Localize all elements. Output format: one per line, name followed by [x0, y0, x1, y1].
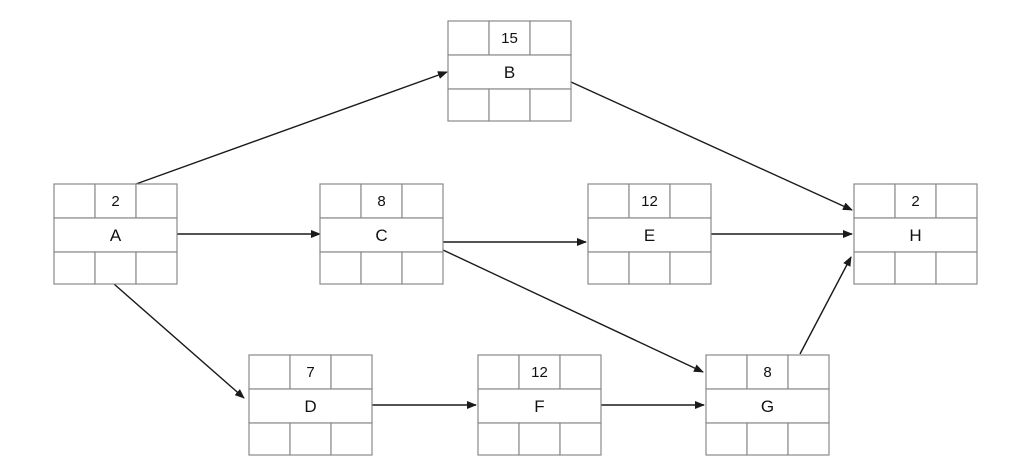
- duration-label: 8: [377, 193, 385, 210]
- top-cell: [559, 354, 602, 390]
- top-cell: [447, 20, 490, 56]
- duration-label: 8: [763, 364, 771, 381]
- top-cell: [135, 183, 178, 219]
- bottom-cell: [488, 88, 531, 122]
- name-cell: [477, 388, 602, 424]
- bottom-cell: [853, 251, 896, 285]
- node-d: 7D: [248, 354, 373, 456]
- name-cell: [587, 217, 712, 253]
- activity-name-label: G: [761, 397, 774, 416]
- top-cell: [935, 183, 978, 219]
- top-cell: [529, 20, 572, 56]
- duration-label: 2: [911, 193, 919, 210]
- edge-b-to-h: [570, 81, 853, 211]
- bottom-cell: [447, 88, 490, 122]
- bottom-cell: [135, 251, 178, 285]
- bottom-cell: [894, 251, 937, 285]
- duration-label: 15: [501, 30, 518, 47]
- bottom-cell: [518, 422, 561, 456]
- edge-c-to-g: [442, 249, 704, 373]
- name-cell: [705, 388, 830, 424]
- duration-cell: [628, 183, 671, 219]
- top-cell: [319, 183, 362, 219]
- duration-cell: [894, 183, 937, 219]
- node-h: 2H: [853, 183, 978, 285]
- activity-name-label: B: [504, 63, 515, 82]
- bottom-cell: [401, 251, 444, 285]
- top-cell: [53, 183, 96, 219]
- activity-name-label: D: [304, 397, 316, 416]
- bottom-cell: [559, 422, 602, 456]
- activity-name-label: E: [644, 226, 655, 245]
- duration-label: 12: [641, 193, 658, 210]
- bottom-cell: [330, 422, 373, 456]
- bottom-cell: [94, 251, 137, 285]
- top-cell: [705, 354, 748, 390]
- node-b: 15B: [447, 20, 572, 122]
- top-cell: [587, 183, 630, 219]
- activity-name-label: C: [375, 226, 387, 245]
- bottom-cell: [53, 251, 96, 285]
- bottom-cell: [787, 422, 830, 456]
- bottom-cell: [935, 251, 978, 285]
- duration-label: 7: [306, 364, 314, 381]
- bottom-cell: [289, 422, 332, 456]
- bottom-cell: [628, 251, 671, 285]
- top-cell: [853, 183, 896, 219]
- duration-label: 2: [111, 193, 119, 210]
- bottom-cell: [477, 422, 520, 456]
- name-cell: [447, 54, 572, 90]
- bottom-cell: [746, 422, 789, 456]
- edge-a-to-d: [113, 283, 245, 399]
- top-cell: [787, 354, 830, 390]
- node-c: 8C: [319, 183, 444, 285]
- bottom-cell: [669, 251, 712, 285]
- name-cell: [53, 217, 178, 253]
- top-cell: [401, 183, 444, 219]
- node-e: 12E: [587, 183, 712, 285]
- top-cell: [669, 183, 712, 219]
- edges-layer: [113, 71, 853, 409]
- bottom-cell: [248, 422, 291, 456]
- duration-cell: [289, 354, 332, 390]
- activity-name-label: A: [110, 226, 122, 245]
- edge-g-to-h: [799, 256, 852, 355]
- top-cell: [477, 354, 520, 390]
- activity-name-label: H: [909, 226, 921, 245]
- node-f: 12F: [477, 354, 602, 456]
- duration-label: 12: [531, 364, 548, 381]
- activity-name-label: F: [534, 397, 544, 416]
- node-a: 2A: [53, 183, 178, 285]
- bottom-cell: [529, 88, 572, 122]
- name-cell: [319, 217, 444, 253]
- duration-cell: [360, 183, 403, 219]
- node-g: 8G: [705, 354, 830, 456]
- bottom-cell: [319, 251, 362, 285]
- edge-a-to-b: [135, 71, 448, 185]
- top-cell: [248, 354, 291, 390]
- top-cell: [330, 354, 373, 390]
- bottom-cell: [360, 251, 403, 285]
- bottom-cell: [705, 422, 748, 456]
- bottom-cell: [587, 251, 630, 285]
